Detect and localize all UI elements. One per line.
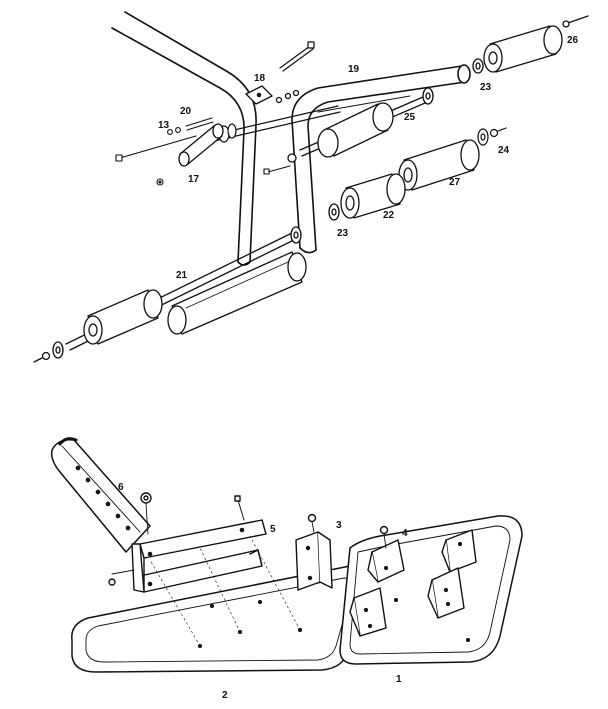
callout-20: 20 — [180, 106, 192, 117]
bracket-3 — [295, 513, 333, 591]
callout-23-lower: 23 — [337, 228, 349, 239]
callout-21: 21 — [176, 270, 188, 281]
callout-6: 6 — [118, 482, 124, 493]
roller-22 — [328, 173, 406, 221]
lower-assembly — [50, 437, 523, 673]
callout-labels: 18 19 20 13 17 25 23 26 24 27 22 23 21 6… — [118, 35, 579, 701]
callout-22: 22 — [383, 210, 395, 221]
frame-bracket-5 — [108, 492, 267, 593]
nut-small-left — [156, 178, 164, 186]
callout-5: 5 — [270, 524, 276, 535]
bolt-13 — [115, 127, 197, 162]
roller-26 — [472, 15, 589, 74]
callout-3: 3 — [336, 520, 342, 531]
main-frame-tube — [111, 11, 257, 266]
bracket-plate-18 — [245, 85, 300, 105]
callout-13: 13 — [158, 120, 170, 131]
callout-26: 26 — [567, 35, 579, 46]
callout-27: 27 — [449, 177, 461, 188]
upper-roller-axle-25 — [287, 87, 434, 163]
pin-20 — [185, 117, 214, 131]
roller-27 — [398, 139, 480, 191]
backrest-strap-6 — [50, 437, 151, 553]
upright-post-19 — [291, 64, 471, 254]
callout-17: 17 — [188, 174, 200, 185]
callout-19: 19 — [348, 64, 360, 75]
callout-25: 25 — [404, 112, 416, 123]
callout-23-upper: 23 — [480, 82, 492, 93]
small-roller-17 — [178, 123, 224, 167]
bracket-4 — [349, 525, 405, 637]
callout-18: 18 — [254, 73, 266, 84]
long-bolt-top — [279, 41, 315, 72]
callout-1: 1 — [396, 674, 402, 685]
callout-4: 4 — [402, 528, 408, 539]
callout-2: 2 — [222, 690, 228, 701]
washer-24 — [477, 127, 507, 146]
bolt-small-mid — [263, 165, 291, 175]
upper-assembly — [33, 11, 589, 363]
pad-1-brackets — [427, 529, 477, 619]
callout-24: 24 — [498, 145, 510, 156]
lower-axle-21 — [33, 226, 307, 363]
pivot-shaft — [207, 105, 341, 143]
